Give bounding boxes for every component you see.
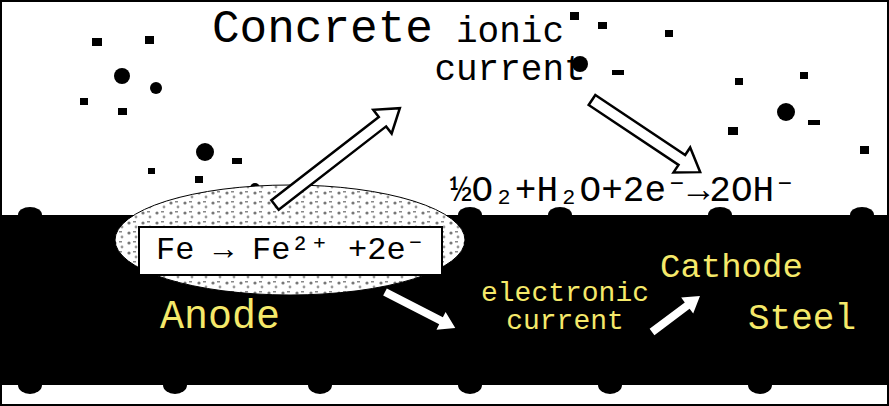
material-label: Steel: [748, 300, 856, 340]
ionic-current-arrow: [584, 88, 709, 185]
electrode-label: Cathode: [660, 250, 803, 286]
ionic-current-arrow: [266, 96, 409, 217]
material-label-text: Steel: [748, 299, 856, 340]
reaction-equation-text: ½O₂+H₂O+2e⁻→2OH⁻: [450, 171, 796, 212]
electrode-label-text: Cathode: [660, 249, 803, 287]
current-label-text: ionic current: [434, 12, 585, 91]
current-label-text: electronic current: [481, 278, 649, 337]
aggregate-dots: [80, 12, 869, 193]
electrode-label-text: Anode: [160, 295, 280, 340]
current-label: ionic current: [405, 14, 615, 90]
current-label: electronic current: [455, 280, 675, 336]
reaction-equation: ½O₂+H₂O+2e⁻→2OH⁻: [450, 172, 796, 212]
reaction-box: Fe → Fe²⁺ +2e⁻: [138, 226, 443, 276]
region-label-text: Concrete: [212, 4, 433, 56]
reaction-text: Fe → Fe²⁺ +2e⁻: [156, 232, 425, 270]
electronic-current-arrow: [646, 288, 706, 340]
electrode-label: Anode: [160, 296, 280, 340]
electronic-current-arrow: [380, 283, 459, 337]
region-label: Concrete: [212, 4, 433, 56]
